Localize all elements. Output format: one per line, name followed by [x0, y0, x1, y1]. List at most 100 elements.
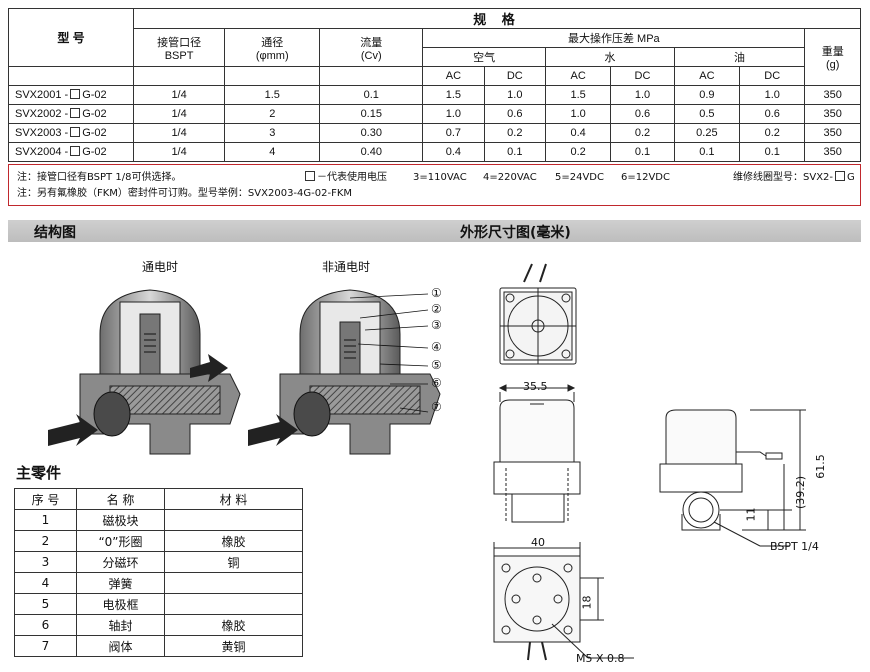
callout-7: ⑦: [431, 400, 442, 414]
parts-cell-material: 黄铜: [164, 635, 303, 657]
coil-label: 维修线圈型号：SVX2-: [733, 172, 834, 183]
label-energized: 通电时: [142, 260, 179, 274]
col-port-unit: BSPT: [164, 49, 194, 62]
model-box-icon: [70, 146, 81, 156]
note-voltage-symbol: －代表使用电压: [303, 170, 387, 186]
note-coil: 维修线圈型号：SVX2- G: [733, 170, 855, 186]
callout-3: ③: [431, 318, 442, 332]
spec-cell-oil-ac: 0.1: [673, 142, 741, 162]
oil-ac-head: AC: [673, 66, 741, 86]
spec-cell-weight: 350: [804, 104, 861, 124]
spec-cell-oil-ac: 0.9: [673, 85, 741, 105]
model-cell: SVX2004 -G-02: [7, 142, 135, 162]
spec-cell-port: 1/4: [133, 123, 226, 143]
col-flow: 流量(Cv): [319, 28, 424, 67]
oil-dc-head: DC: [739, 66, 806, 86]
dimension-drawing: [493, 263, 806, 661]
col-model: 型 号: [7, 8, 135, 67]
dim-low-height: 11: [744, 507, 758, 522]
blank-flow: [319, 66, 424, 86]
structure-diagram: [48, 289, 441, 455]
dim-screw: M5 X 0.8: [576, 652, 625, 665]
col-orifice-unit: (φmm): [255, 49, 289, 62]
spec-cell-water-dc: 1.0: [610, 85, 675, 105]
notes-line-1: 注：接管口径有BSPT 1/8可供选择。 －代表使用电压 3=110VAC 4=…: [17, 170, 855, 186]
spec-cell-water-ac: 1.0: [544, 104, 612, 124]
spec-cell-orifice: 3: [224, 123, 321, 143]
parts-cell-name: 阀体: [76, 635, 165, 657]
spec-cell-orifice: 1.5: [224, 85, 321, 105]
coil-suffix: G: [847, 172, 855, 183]
water-ac-head: AC: [544, 66, 612, 86]
dim-top-diameter: 35.5: [523, 380, 548, 393]
parts-cell-no: 1: [14, 509, 77, 531]
water-dc-head: DC: [610, 66, 675, 86]
dim-port: BSPT 1/4: [770, 540, 819, 553]
parts-cell-name: “0”形圈: [76, 530, 165, 552]
col-orifice-label: 通径: [261, 36, 284, 49]
section-structure: 结构图: [34, 225, 76, 241]
section-dimensions: 外形尺寸图(毫米): [460, 225, 571, 241]
voltage-1: 3=110VAC: [413, 172, 467, 183]
section-bar: 结构图 外形尺寸图(毫米): [8, 220, 861, 242]
parts-cell-material: [164, 572, 303, 594]
parts-cell-name: 轴封: [76, 614, 165, 636]
group-water: 水: [544, 47, 675, 67]
dim-bottom-width: 40: [531, 536, 545, 549]
valve-energized: [48, 289, 241, 455]
front-view: [493, 384, 581, 523]
spec-cell-port: 1/4: [133, 85, 226, 105]
parts-row: 2“0”形圈橡胶: [14, 530, 303, 552]
spec-cell-water-ac: 0.2: [544, 142, 612, 162]
group-oil: 油: [673, 47, 806, 67]
spec-cell-orifice: 4: [224, 142, 321, 162]
spec-cell-cv: 0.1: [319, 85, 424, 105]
spec-cell-oil-ac: 0.25: [673, 123, 741, 143]
parts-cell-material: 橡胶: [164, 530, 303, 552]
spec-cell-water-dc: 0.6: [610, 104, 675, 124]
spec-cell-cv: 0.40: [319, 142, 424, 162]
air-dc-head: DC: [483, 66, 546, 86]
callout-1: ①: [431, 286, 442, 300]
spec-cell-weight: 350: [804, 123, 861, 143]
parts-cell-no: 2: [14, 530, 77, 552]
note-bspt: 注：接管口径有BSPT 1/8可供选择。: [17, 172, 182, 183]
model-prefix: SVX2003 -: [15, 127, 69, 139]
blank-port: [133, 66, 226, 86]
parts-cell-no: 5: [14, 593, 77, 615]
parts-cell-name: 磁极块: [76, 509, 165, 531]
spec-cell-air-dc: 0.2: [483, 123, 546, 143]
spec-cell-water-ac: 0.4: [544, 123, 612, 143]
parts-cell-material: 铜: [164, 551, 303, 573]
label-deenergized: 非通电时: [322, 260, 371, 274]
dim-mid-height: (39.2): [794, 475, 808, 510]
spec-cell-air-dc: 0.1: [483, 142, 546, 162]
spec-cell-water-ac: 1.5: [544, 85, 612, 105]
spec-cell-cv: 0.30: [319, 123, 424, 143]
model-prefix: SVX2004 -: [15, 146, 69, 158]
model-suffix: G-02: [82, 108, 107, 120]
spec-cell-air-ac: 0.4: [422, 142, 485, 162]
parts-cell-name: 分磁环: [76, 551, 165, 573]
model-prefix: SVX2001 -: [15, 89, 69, 101]
spec-cell-cv: 0.15: [319, 104, 424, 124]
blank-model: [7, 66, 135, 86]
spec-cell-air-ac: 1.5: [422, 85, 485, 105]
model-cell: SVX2001 -G-02: [7, 85, 135, 105]
spec-cell-oil-dc: 1.0: [739, 85, 806, 105]
col-pressure: 最大操作压差 MPa: [422, 28, 806, 48]
callout-5: ⑤: [431, 358, 442, 372]
spec-cell-water-dc: 0.2: [610, 123, 675, 143]
group-air: 空气: [422, 47, 546, 67]
model-cell: SVX2003 -G-02: [7, 123, 135, 143]
